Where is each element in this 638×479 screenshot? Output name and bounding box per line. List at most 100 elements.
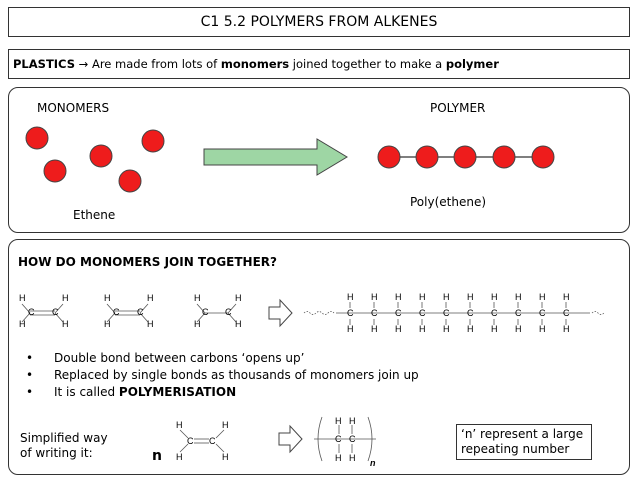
- atom-h: H: [235, 293, 242, 303]
- atom-c: C: [395, 308, 402, 318]
- atom-h: H: [349, 453, 356, 463]
- atom-h: H: [395, 292, 402, 302]
- atom-h: H: [104, 293, 111, 303]
- atom-c: C: [563, 308, 570, 318]
- atom-h: H: [563, 324, 570, 334]
- atom-h: H: [147, 319, 154, 329]
- note-line: repeating number: [461, 442, 570, 456]
- monomer-ball: [141, 129, 165, 153]
- bullet-list: Double bond between carbons ‘opens up’ R…: [26, 350, 419, 401]
- monomers-word: monomers: [220, 57, 290, 71]
- atom-h: H: [104, 319, 111, 329]
- atom-c: C: [28, 307, 35, 317]
- simplified-label: Simplified way of writing it:: [20, 431, 108, 461]
- atom-c: C: [52, 307, 59, 317]
- atom-h: H: [222, 420, 229, 430]
- ethene-structure: [21, 303, 64, 323]
- polymer-ball: [453, 145, 477, 169]
- polymer-ball: [415, 145, 439, 169]
- repeat-unit: [314, 416, 376, 462]
- atom-h: H: [19, 319, 26, 329]
- page-title: C1 5.2 POLYMERS FROM ALKENES: [200, 14, 438, 30]
- atom-c: C: [225, 307, 232, 317]
- atom-c: C: [539, 308, 546, 318]
- atom-c: C: [491, 308, 498, 318]
- polymer-label: POLYMER: [430, 101, 486, 115]
- atom-h: H: [222, 452, 229, 462]
- monomer-ball: [118, 169, 142, 193]
- small-arrow-icon: [278, 424, 303, 454]
- n-subscript: n: [370, 458, 376, 468]
- atom-h: H: [491, 324, 498, 334]
- atom-h: H: [515, 324, 522, 334]
- polymer-chain: [377, 145, 555, 169]
- polyethene-chain: [303, 311, 605, 315]
- atom-c: C: [113, 307, 120, 317]
- intro-text: PLASTICS → Are made from lots of monomer…: [13, 57, 499, 71]
- atom-h: H: [335, 416, 342, 426]
- polymer-ball: [377, 145, 401, 169]
- atom-h: H: [235, 319, 242, 329]
- atom-h: H: [563, 292, 570, 302]
- atom-h: H: [335, 453, 342, 463]
- ethene-structure: [106, 303, 149, 323]
- intro-text-1: Are made from lots of: [88, 57, 221, 71]
- ethene-structure-opened: [196, 303, 237, 323]
- polymer-ball: [531, 145, 555, 169]
- atom-h: H: [62, 293, 69, 303]
- question-heading: HOW DO MONOMERS JOIN TOGETHER?: [18, 255, 277, 269]
- polymerisation-panel: [8, 239, 630, 475]
- simplified-line: Simplified way: [20, 431, 108, 445]
- atom-h: H: [371, 292, 378, 302]
- atom-h: H: [467, 324, 474, 334]
- polymer-ball: [492, 145, 516, 169]
- bullet-item: Double bond between carbons ‘opens up’: [26, 350, 419, 367]
- atom-h: H: [443, 292, 450, 302]
- atom-c: C: [335, 434, 342, 444]
- atom-c: C: [515, 308, 522, 318]
- atom-h: H: [371, 324, 378, 334]
- atom-c: C: [419, 308, 426, 318]
- atom-c: C: [349, 434, 356, 444]
- monomer-ball: [25, 126, 49, 150]
- note-line: ‘n’ represent a large: [461, 427, 584, 441]
- ethene-label: Ethene: [73, 208, 116, 222]
- atom-h: H: [539, 324, 546, 334]
- ethene-simplified: [179, 429, 225, 453]
- atom-c: C: [202, 307, 209, 317]
- atom-h: H: [147, 293, 154, 303]
- polymerisation-word: POLYMERISATION: [118, 385, 237, 399]
- atom-h: H: [491, 292, 498, 302]
- atom-c: C: [467, 308, 474, 318]
- atom-h: H: [349, 416, 356, 426]
- atom-c: C: [187, 436, 194, 446]
- plastics-label: PLASTICS: [13, 57, 75, 71]
- atom-h: H: [467, 292, 474, 302]
- atom-h: H: [347, 324, 354, 334]
- bullet-text: It is called: [54, 385, 119, 399]
- atom-h: H: [194, 293, 201, 303]
- intro-text-2: joined together to make a: [289, 57, 446, 71]
- note-box: ‘n’ represent a large repeating number: [456, 424, 592, 460]
- simplified-line: of writing it:: [20, 446, 93, 460]
- title-box: C1 5.2 POLYMERS FROM ALKENES: [8, 7, 630, 37]
- atom-h: H: [62, 319, 69, 329]
- right-arrow-icon: →: [78, 57, 89, 71]
- atom-h: H: [347, 292, 354, 302]
- bullet-item: It is called POLYMERISATION: [26, 384, 419, 401]
- small-arrow-icon: [268, 298, 293, 328]
- monomer-polymer-panel: [8, 87, 630, 233]
- atom-h: H: [419, 324, 426, 334]
- atom-h: H: [176, 452, 183, 462]
- reaction-arrow-icon: [203, 138, 348, 176]
- atom-h: H: [419, 292, 426, 302]
- atom-h: H: [443, 324, 450, 334]
- atom-h: H: [194, 319, 201, 329]
- monomer-balls: [25, 126, 165, 193]
- atom-c: C: [209, 436, 216, 446]
- intro-box: PLASTICS → Are made from lots of monomer…: [8, 49, 630, 79]
- atom-c: C: [371, 308, 378, 318]
- atom-c: C: [347, 308, 354, 318]
